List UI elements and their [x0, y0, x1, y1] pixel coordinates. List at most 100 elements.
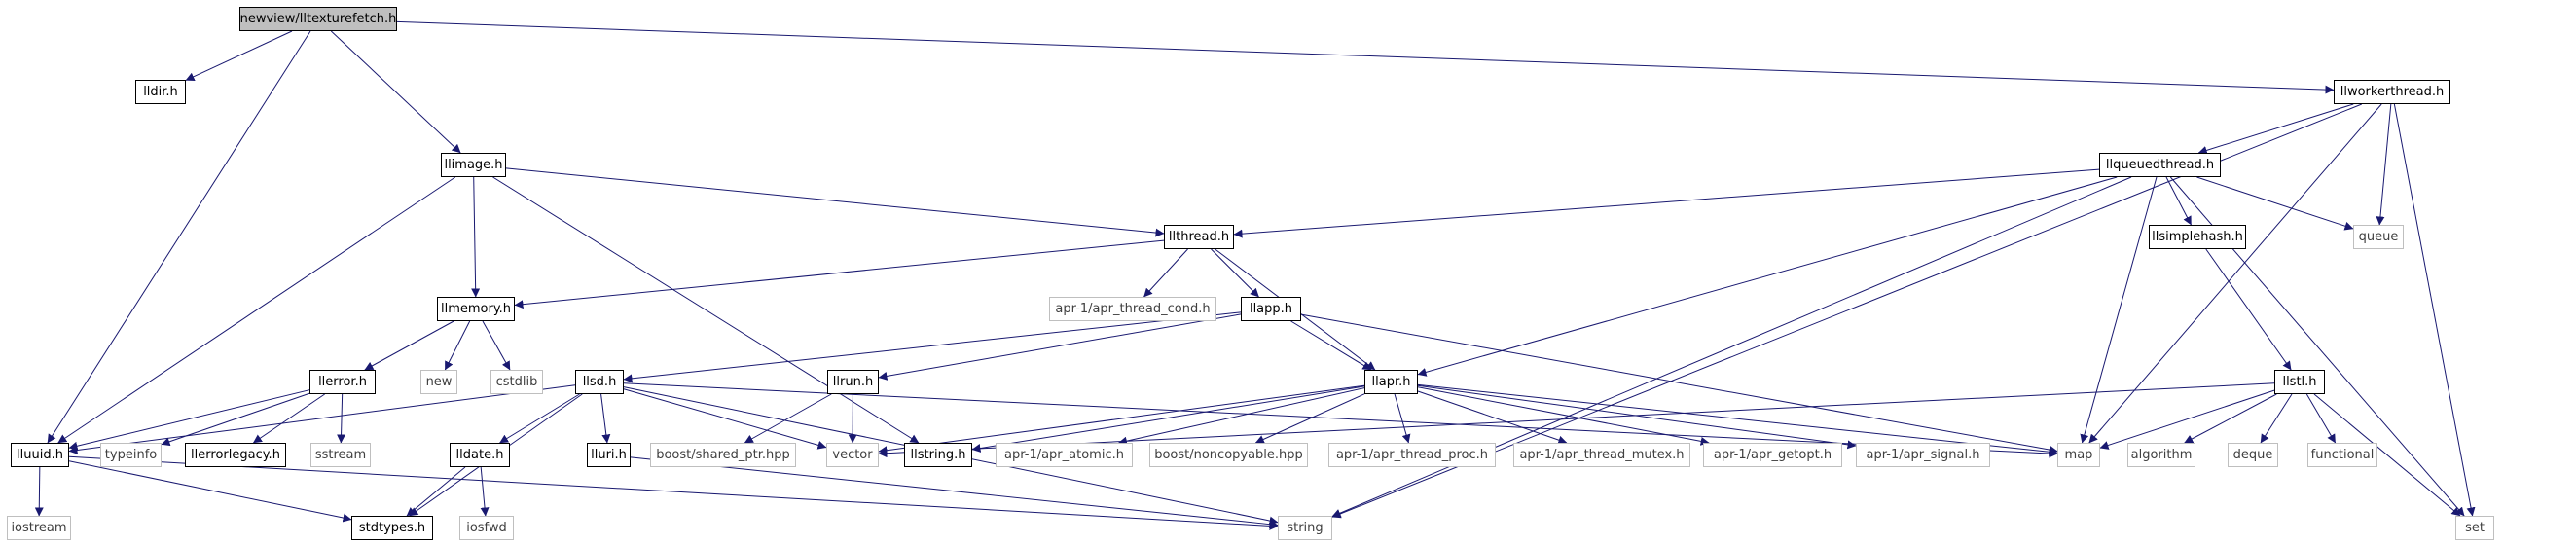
node-deque[interactable]: deque [2228, 443, 2278, 467]
edge-llapr-to-vector [878, 384, 1365, 455]
edge-llapr-to-noncopyable [1254, 393, 1365, 444]
node-iosfwd[interactable]: iosfwd [459, 516, 514, 540]
node-iostream[interactable]: iostream [7, 516, 71, 540]
node-apr-atomic[interactable]: apr-1/apr_atomic.h [996, 443, 1133, 467]
node-lldir[interactable]: lldir.h [135, 80, 186, 104]
edge-llsd-to-lldate [499, 393, 580, 444]
edge-lluuid-to-iostream [34, 466, 44, 517]
node-apr-signal[interactable]: apr-1/apr_signal.h [1856, 443, 1990, 467]
edge-lltexturefetch-to-llimage [330, 30, 461, 154]
edge-llapp-to-llrun [878, 313, 1242, 381]
node-map[interactable]: map [2057, 443, 2100, 467]
edge-llqueuedthread-to-llsimplehash [2165, 176, 2192, 226]
edge-llstl-to-set [2313, 393, 2461, 517]
node-sstream[interactable]: sstream [310, 443, 371, 467]
edge-lltexturefetch-to-lldir [185, 30, 293, 81]
edge-llmemory-to-cstdlib [482, 320, 511, 371]
edge-llsd-to-lluri [600, 393, 611, 444]
edge-llsd-to-vector [623, 388, 827, 450]
node-lldate[interactable]: lldate.h [450, 443, 510, 467]
edge-llerror-to-llerrorlegacy [252, 393, 325, 444]
node-boost-noncopyable[interactable]: boost/noncopyable.hpp [1149, 443, 1308, 467]
edge-llqueuedthread-to-queue [2196, 176, 2354, 231]
edge-llsd-to-lluuid [68, 384, 576, 454]
node-llqueuedthread[interactable]: llqueuedthread.h [2099, 153, 2221, 177]
edge-llworkerthread-to-set [2393, 103, 2476, 517]
node-algorithm[interactable]: algorithm [2127, 443, 2195, 467]
edge-llerror-to-typeinfo [161, 392, 310, 447]
edge-lltexturefetch-to-llworkerthread [396, 20, 2335, 94]
edge-llapp-to-llapr [1290, 320, 1372, 371]
node-llimage[interactable]: llimage.h [441, 153, 506, 177]
node-llapp[interactable]: llapp.h [1241, 297, 1301, 321]
node-stdtypes[interactable]: stdtypes.h [351, 516, 433, 540]
edge-llworkerthread-to-map [2088, 103, 2382, 444]
edge-llstl-to-functional [2305, 393, 2337, 444]
edge-llthread-to-apr_thread_cond [1143, 248, 1188, 298]
edge-llqueuedthread-to-llapr [1417, 176, 2118, 377]
node-apr-thread-cond[interactable]: apr-1/apr_thread_cond.h [1049, 297, 1216, 321]
edge-llmemory-to-new [444, 320, 471, 371]
edge-lldate-to-iosfwd [480, 466, 490, 517]
edge-llsd-to-map [623, 382, 2058, 458]
node-boost-shared-ptr[interactable]: boost/shared_ptr.hpp [650, 443, 796, 467]
edge-llrun-to-shared_ptr [744, 393, 832, 444]
edge-llstl-to-deque [2260, 393, 2293, 444]
edge-llapr-to-llstring [971, 385, 1365, 453]
edge-llstl-to-algorithm [2184, 393, 2277, 444]
edge-llapr-to-map [1417, 383, 2058, 456]
node-queue[interactable]: queue [2353, 225, 2404, 249]
node-lluuid[interactable]: lluuid.h [11, 443, 69, 467]
edge-lltexturefetch-to-lluuid [47, 30, 311, 444]
edge-lluri-to-string [630, 456, 1279, 529]
node-llstl[interactable]: llstl.h [2274, 370, 2325, 394]
node-functional[interactable]: functional [2307, 443, 2377, 467]
node-vector[interactable]: vector [826, 443, 879, 467]
edge-llerror-to-sstream [337, 393, 346, 444]
node-cstdlib[interactable]: cstdlib [490, 370, 543, 394]
node-lluri[interactable]: lluri.h [587, 443, 631, 467]
node-string[interactable]: string [1278, 516, 1332, 540]
edge-llimage-to-llthread [505, 167, 1165, 237]
node-llapr[interactable]: llapr.h [1364, 370, 1418, 394]
edge-llimage-to-llmemory [471, 176, 481, 298]
edge-llthread-to-llmemory [514, 239, 1165, 309]
node-lltexturefetch[interactable]: newview/lltexturefetch.h [239, 7, 397, 31]
edge-llthread-to-llapp [1211, 248, 1259, 298]
node-new[interactable]: new [420, 370, 457, 394]
node-set[interactable]: set [2455, 516, 2494, 540]
node-apr-getopt[interactable]: apr-1/apr_getopt.h [1703, 443, 1842, 467]
node-llsimplehash[interactable]: llsimplehash.h [2149, 225, 2246, 249]
node-apr-thread-proc[interactable]: apr-1/apr_thread_proc.h [1328, 443, 1496, 467]
node-llrun[interactable]: llrun.h [827, 370, 879, 394]
edge-llapp-to-map [1300, 313, 2058, 454]
edge-llqueuedthread-to-map [2080, 176, 2158, 444]
edge-llstl-to-vector [878, 382, 2275, 458]
edge-llsimplehash-to-llstl [2205, 248, 2292, 371]
edge-llimage-to-llstring [492, 176, 920, 444]
node-typeinfo[interactable]: typeinfo [100, 443, 162, 467]
edge-llapr-to-apr_thread_mutex [1417, 390, 1568, 445]
edge-lluuid-to-string [68, 455, 1279, 530]
node-llworkerthread[interactable]: llworkerthread.h [2334, 80, 2450, 104]
node-llsd[interactable]: llsd.h [575, 370, 624, 394]
edge-llimage-to-lluuid [57, 176, 456, 444]
node-llmemory[interactable]: llmemory.h [437, 297, 515, 321]
node-llthread[interactable]: llthread.h [1164, 225, 1234, 249]
edge-llworkerthread-to-llqueuedthread [2197, 103, 2354, 155]
edge-llerror-to-lluuid [68, 389, 310, 451]
node-llerror[interactable]: llerror.h [309, 370, 376, 394]
edge-llapr-to-apr_getopt [1417, 386, 1710, 446]
edge-lluuid-to-stdtypes [68, 460, 352, 523]
edge-llstl-to-map [2099, 389, 2275, 450]
edge-llmemory-to-llerror [364, 320, 454, 371]
node-llerrorlegacy[interactable]: llerrorlegacy.h [185, 443, 286, 467]
edge-lldate-to-stdtypes [406, 466, 466, 517]
edge-llworkerthread-to-queue [2376, 103, 2392, 226]
node-apr-thread-mutex[interactable]: apr-1/apr_thread_mutex.h [1513, 443, 1690, 467]
node-llstring[interactable]: llstring.h [904, 443, 972, 467]
edge-llapp-to-llsd [623, 311, 1242, 383]
edge-llqueuedthread-to-llthread [1233, 168, 2100, 238]
edge-llapr-to-apr_atomic [1118, 387, 1365, 446]
edge-llapr-to-apr_thread_proc [1394, 393, 1411, 444]
